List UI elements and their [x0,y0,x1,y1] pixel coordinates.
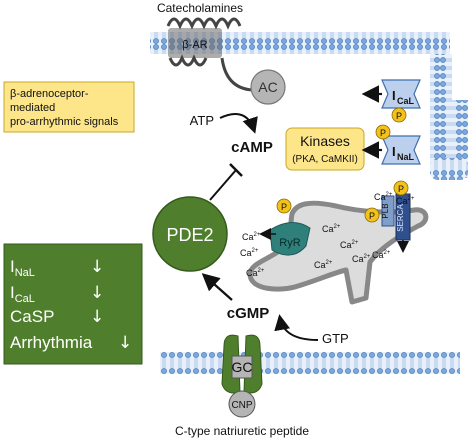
inal-sub: NaL [397,152,415,162]
signal-line1: β-adrenoceptor- [10,88,89,100]
gtp-label: GTP [322,331,349,346]
signal-line3: pro-arrhythmic signals [10,116,119,128]
serca-phospho [393,180,409,196]
effect-sub: CaL [15,293,35,305]
pde2-inhibition-line [209,169,237,201]
ical-channel: I CaL [381,79,421,109]
calcium-ions: Ca2+Ca2+Ca2+Ca2+Ca2+Ca2+Ca2+Ca2+Ca2+Ca2+ [240,192,415,278]
ical-phospho-label: P [396,111,402,121]
effect-down-arrow: ↓ [90,283,104,303]
calcium-ion-label: Ca2+ [340,240,359,250]
effect-item: Arrhythmia [10,333,93,352]
atp-label: ATP [190,113,214,128]
gc-label: GC [232,359,253,375]
effects-list: INaL↓ICaL↓CaSP↓Arrhythmia↓ [10,257,132,353]
plb-protein [381,195,395,227]
beta-ar-label: β-AR [182,39,207,51]
effects-box [3,243,143,365]
ical-phospho [391,107,407,123]
gtp-to-cgmp-arrow [274,314,319,341]
ryr-phospho [276,198,292,214]
calcium-ion-label: Ca2+ [372,250,391,260]
signal-line2: mediated [10,102,55,114]
gc-receptor [221,334,263,394]
cgmp-to-pde2-arrow [201,273,233,301]
calcium-ion-label: Ca2+ [240,248,259,258]
plb-phospho-label: P [369,211,375,221]
plb-phospho [364,207,380,223]
kinases-title: Kinases [300,133,350,149]
pde2-node [152,196,228,272]
effect-down-arrow: ↓ [118,333,132,353]
beta-ar-receptor [166,17,253,92]
cnp-label: CNP [231,400,252,411]
effect-down-arrow: ↓ [90,257,104,277]
pde2-inhibition-bar [229,163,243,177]
cnp-ligand [228,390,256,418]
inal-channel: I NaL [381,135,421,165]
ryr-label: RyR [279,237,300,249]
camp-label: cAMP [231,139,273,156]
calcium-ion-label: Ca2+ [246,268,265,278]
effect-main: CaSP [10,307,54,326]
effect-main: Arrhythmia [10,333,93,352]
catecholamines-label: Catecholamines [157,1,243,15]
pde2-label: PDE2 [166,225,213,245]
kinases-subtitle: (PKA, CaMKII) [292,154,358,165]
top-membrane [150,32,468,180]
serca-label: SERCA [396,204,405,232]
effect-down-arrow: ↓ [90,307,104,327]
effect-item: INaL [10,257,35,279]
ryr-phospho-label: P [281,202,287,212]
inal-phospho [375,124,391,140]
calcium-ion-label: Ca2+ [242,232,261,242]
signal-box [3,81,135,133]
calcium-ion-label: Ca2+ [374,192,393,202]
effect-main: I [10,257,15,276]
atp-to-camp-arrow [219,113,258,134]
inal-main: I [392,144,396,159]
calcium-ion-label: Ca2+ [352,254,371,264]
cgmp-label: cGMP [227,305,270,322]
effect-main: I [10,283,15,302]
calcium-ion-label: Ca2+ [396,196,415,206]
effect-sub: NaL [15,267,35,279]
effect-item: CaSP [10,307,54,326]
ical-sub: CaL [397,96,415,106]
effect-item: ICaL [10,283,35,305]
plb-label: PLB [381,203,390,218]
ac-enzyme [250,69,286,105]
bottom-membrane [160,352,460,374]
inal-phospho-label: P [380,128,386,138]
ical-main: I [392,88,396,103]
ryr-channel [269,222,311,256]
cnp-caption: C-type natriuretic peptide [175,424,309,438]
serca-phospho-label: P [398,184,404,194]
calcium-ion-label: Ca2+ [314,260,333,270]
calcium-ion-label: Ca2+ [322,224,341,234]
ac-label: AC [258,79,277,95]
